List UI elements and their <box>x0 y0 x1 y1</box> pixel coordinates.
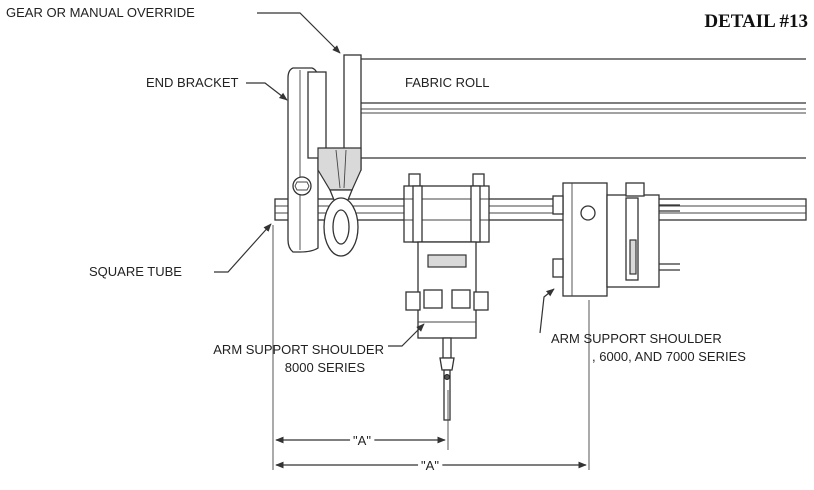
leader-square-tube <box>214 223 272 273</box>
detail-title: DETAIL #13 <box>704 11 808 32</box>
label-dim-a-long-bg <box>418 457 443 474</box>
label-arm-8000-line2: 8000 SERIES <box>285 360 366 375</box>
leader-end-bracket <box>246 82 288 101</box>
gear-override <box>317 54 362 257</box>
leader-gear <box>257 12 341 54</box>
label-square-tube: SQUARE TUBE <box>89 264 182 279</box>
label-dim-a-long: "A" <box>421 458 439 473</box>
arm-shoulder-6000-7000 <box>552 182 680 297</box>
label-dim-a-short-bg <box>350 432 375 449</box>
label-arm-8000-line1: ARM SUPPORT SHOULDER <box>213 342 384 357</box>
leader-arm-8000 <box>388 323 425 347</box>
label-fabric-roll: FABRIC ROLL <box>405 75 490 90</box>
label-dim-a-short: "A" <box>353 433 371 448</box>
label-arm-6000-line2: , 6000, AND 7000 SERIES <box>592 349 746 364</box>
fabric-roll <box>360 58 806 159</box>
label-end-bracket: END BRACKET <box>146 75 239 90</box>
label-arm-6000-line1: ARM SUPPORT SHOULDER <box>551 331 722 346</box>
arm-shoulder-8000 <box>403 173 490 421</box>
leader-arm-6000 <box>539 288 555 334</box>
label-gear-override: GEAR OR MANUAL OVERRIDE <box>6 5 195 20</box>
end-bracket <box>287 67 327 253</box>
